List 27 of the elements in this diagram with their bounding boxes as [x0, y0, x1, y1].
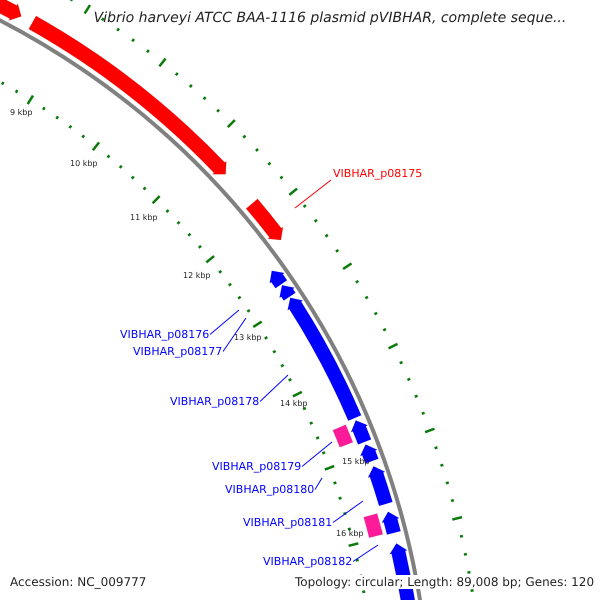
info-text: Accession: NC_009777: [8, 575, 148, 589]
scale-label: 14 kbp: [280, 400, 308, 408]
leader-line: [260, 374, 288, 402]
gene-label: VIBHAR_p08182: [263, 556, 352, 567]
gene-label: VIBHAR_p08175: [333, 168, 422, 179]
gene-label: VIBHAR_p08177: [133, 346, 222, 357]
scale-label: 13 kbp: [234, 334, 262, 342]
gene-label: VIBHAR_p08180: [225, 484, 314, 495]
leader-line: [352, 544, 378, 562]
leader-line: [294, 180, 332, 208]
scale-label: 12 kbp: [183, 272, 211, 280]
gene-label: VIBHAR_p08176: [120, 329, 210, 340]
leader-line: [332, 500, 364, 523]
info-text: Topology: circular; Length: 89,008 bp; Genes: 120: [293, 575, 596, 589]
leader-line: [314, 478, 322, 490]
scale-label: 16 kbp: [336, 530, 364, 538]
scale-label: 9 kbp: [10, 109, 32, 117]
map-title: Vibrio harveyi ATCC BAA-1116 plasmid pVIBHAR, complete seque...: [92, 11, 568, 25]
gene-label: VIBHAR_p08178: [170, 396, 260, 407]
gene-label: VIBHAR_p08181: [243, 517, 332, 528]
leader-line: [210, 310, 240, 335]
leader-line: [222, 318, 246, 352]
gene-label: VIBHAR_p08179: [212, 461, 302, 472]
scale-label: 11 kbp: [130, 214, 158, 222]
leader-line: [302, 442, 332, 467]
scale-label: 10 kbp: [70, 160, 98, 168]
scale-label: 15 kbp: [342, 458, 370, 466]
